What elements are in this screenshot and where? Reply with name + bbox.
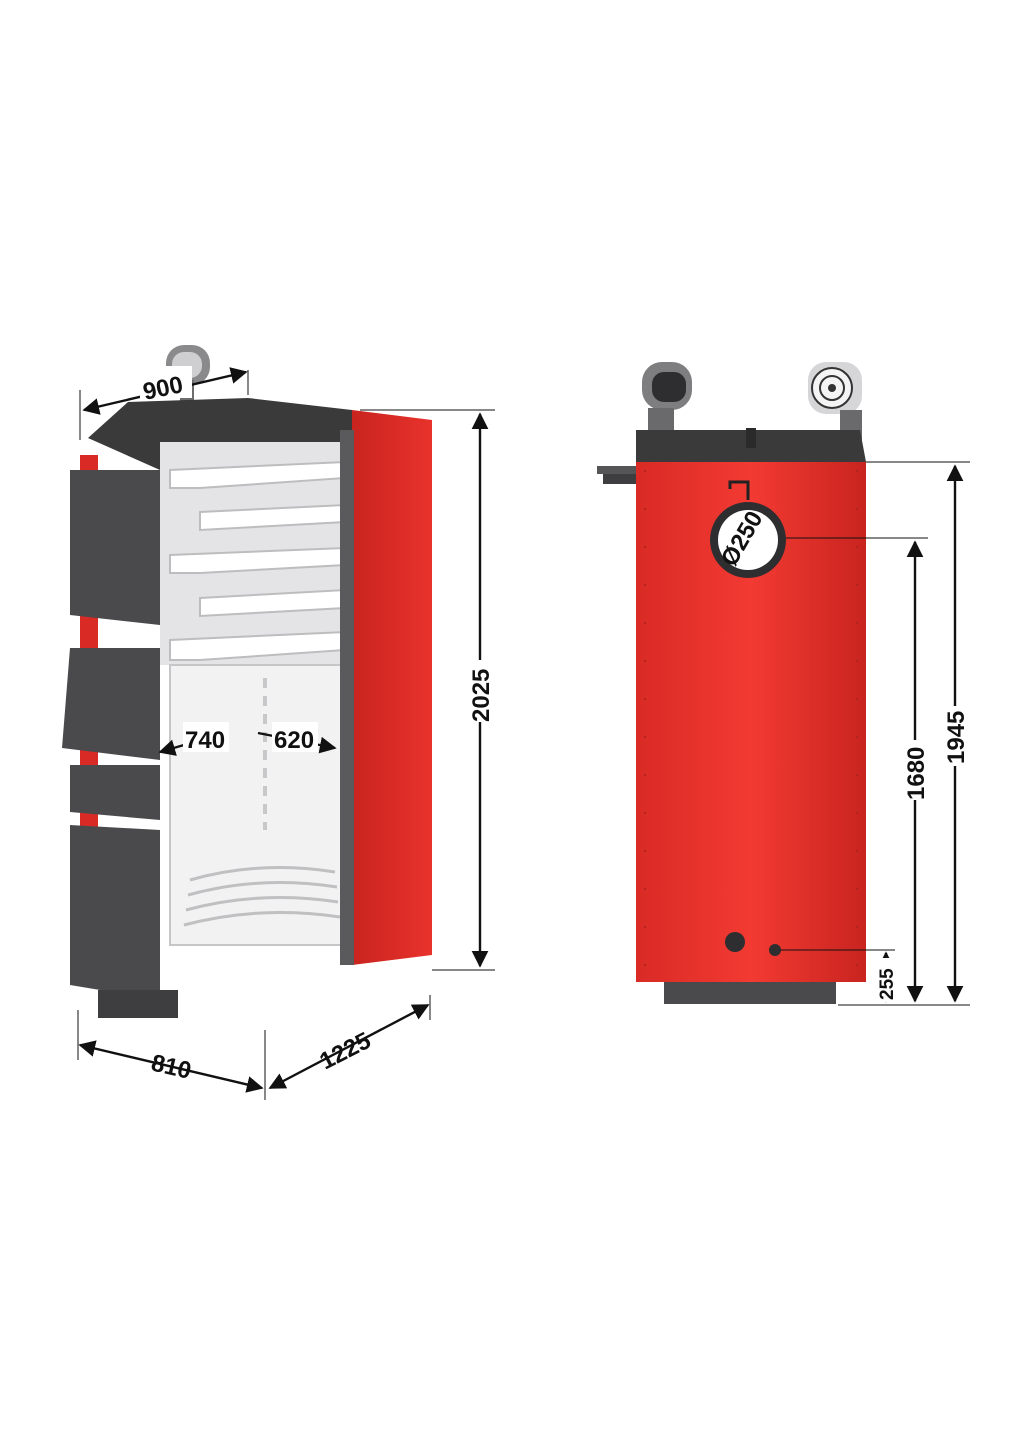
right-bottom-outlets (725, 932, 781, 956)
left-doors (62, 470, 160, 1000)
right-flue-outlet (710, 480, 786, 578)
dim-flue-height: 1680 (903, 747, 930, 800)
left-grate (183, 866, 341, 927)
left-dimension-labels: 900 2025 810 1225 740 620 (140, 366, 496, 1085)
left-door-frame (340, 430, 354, 965)
dim-base-width: 810 (149, 1050, 194, 1085)
left-base-feet (98, 990, 178, 1018)
left-heat-exchanger-plates (169, 460, 346, 661)
right-left-flue (642, 362, 692, 438)
left-top-cover (88, 398, 352, 470)
right-fan-unit (808, 362, 862, 440)
dim-total-height: 1945 (943, 711, 970, 764)
right-base (664, 982, 836, 1004)
right-boiler-unit (597, 362, 866, 1004)
left-boiler-unit (62, 345, 432, 1018)
left-combustion-chamber (169, 664, 346, 946)
dim-outlet-height: 255 (877, 968, 898, 1000)
left-red-side-panel (352, 410, 432, 965)
dim-chamber-depth: 620 (274, 727, 314, 754)
right-side-shelf (597, 466, 637, 474)
dim-left-height: 2025 (468, 669, 495, 722)
dim-base-depth: 1225 (315, 1027, 375, 1075)
dim-chamber-width: 740 (185, 727, 225, 754)
